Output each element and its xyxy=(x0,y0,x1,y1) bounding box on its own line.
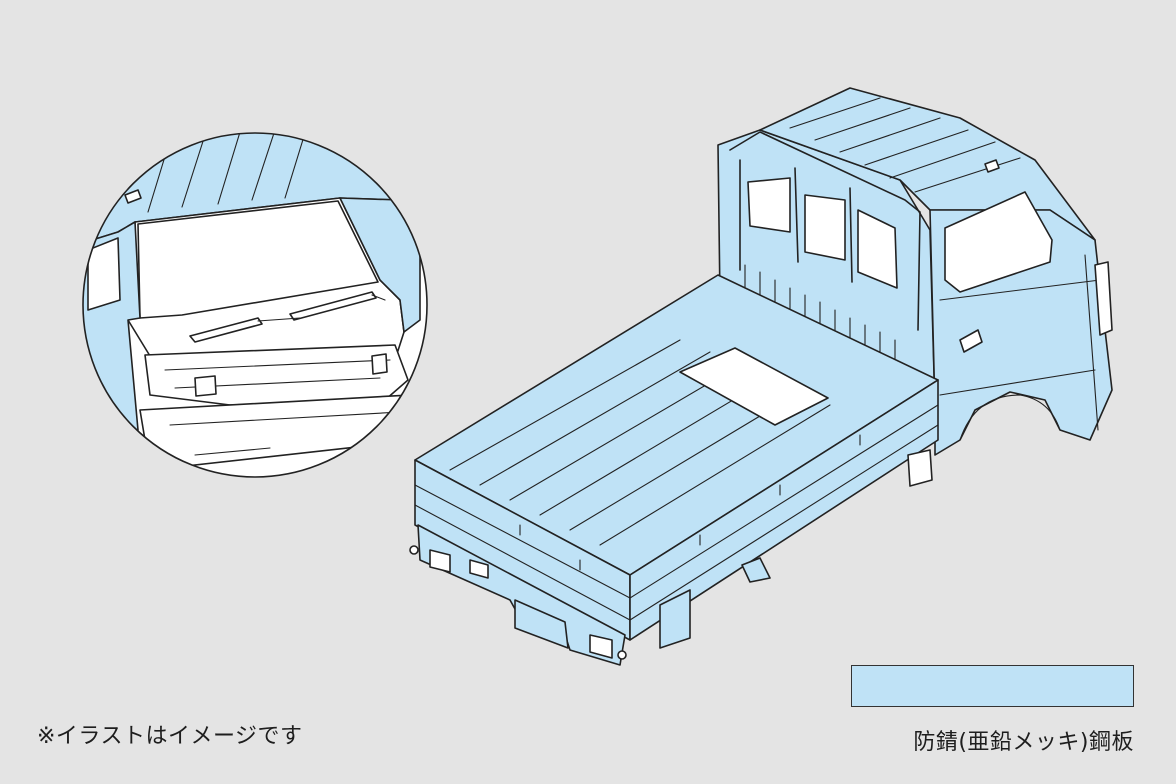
cab-rear-window-center xyxy=(804,194,846,261)
right-side-gate xyxy=(629,379,939,641)
illustration-note: ※イラストはイメージです xyxy=(37,724,303,749)
cab-rear-window-left xyxy=(747,177,791,233)
legend-label: 防錆(亜鉛メッキ)鋼板 xyxy=(913,730,1134,755)
cab-side-window xyxy=(944,191,1053,293)
bed-center-plate xyxy=(679,347,829,426)
tail-light-right xyxy=(589,634,613,659)
circle-headlight-left xyxy=(194,375,217,397)
tail-light-left xyxy=(429,549,451,573)
cab-rear-window-right xyxy=(857,209,898,289)
door-handle xyxy=(959,329,983,353)
legend-swatch xyxy=(851,665,1134,707)
circle-headlight-right xyxy=(371,353,388,375)
front-detail-circle xyxy=(82,132,428,478)
kei-truck xyxy=(409,87,1113,666)
